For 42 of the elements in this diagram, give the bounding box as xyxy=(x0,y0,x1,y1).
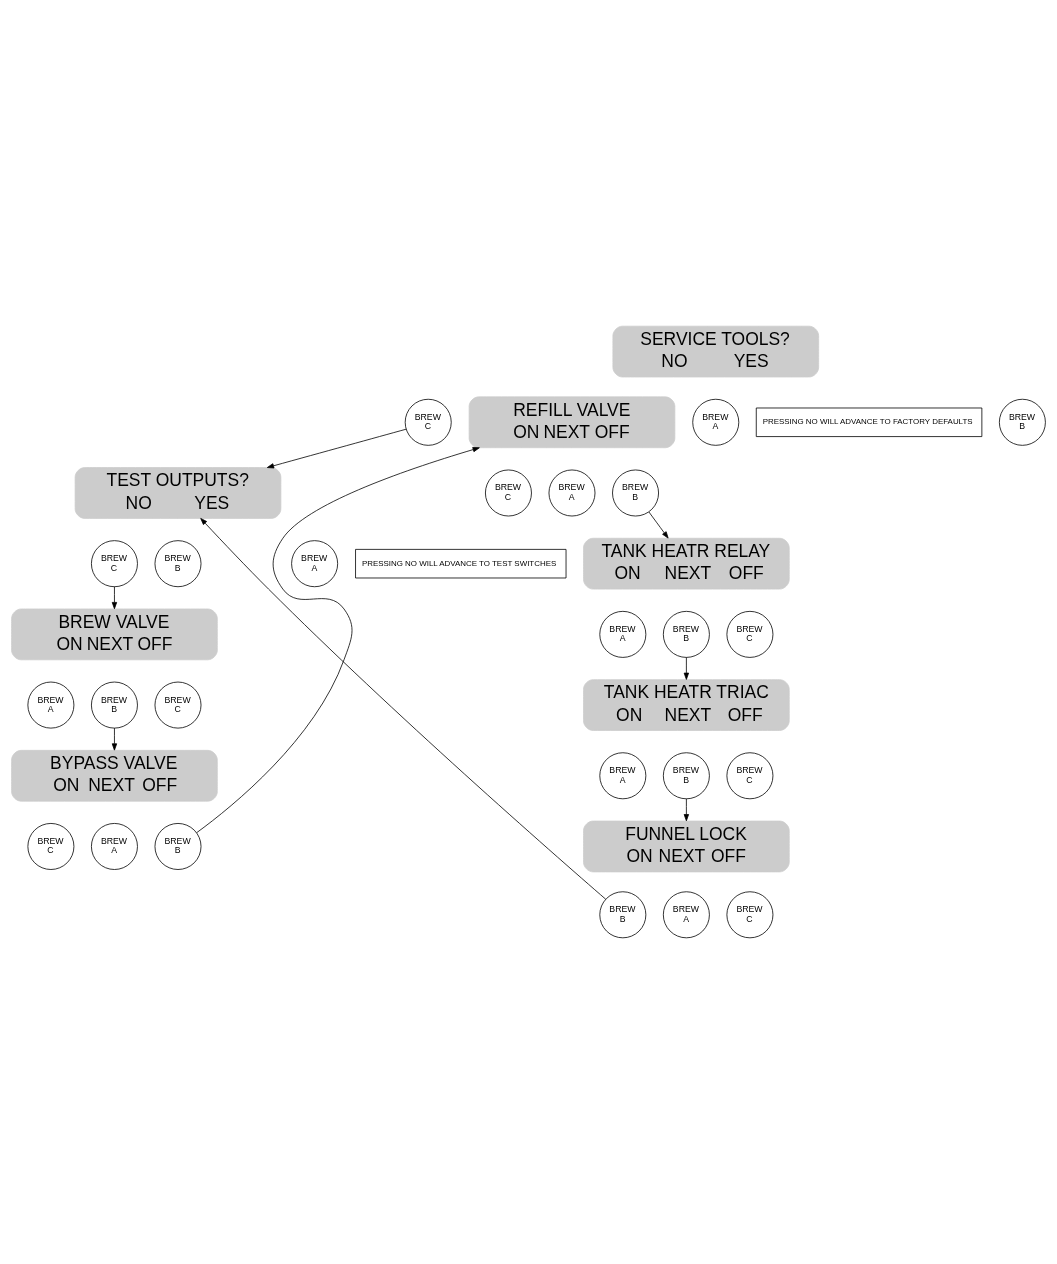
node-circle: BREW C xyxy=(485,469,532,517)
arrow xyxy=(196,447,480,834)
node-circle: BREW B xyxy=(154,823,202,870)
node-box: BREW VALVE ON NEXT OFF xyxy=(11,608,218,661)
node-circle: BREW C xyxy=(726,891,774,939)
arrow xyxy=(683,798,689,822)
node-circle: BREW C xyxy=(27,823,75,870)
node-circle: BREW B xyxy=(998,398,1046,446)
arrow xyxy=(111,586,118,610)
node-box: REFILL VALVE ON NEXT OFF xyxy=(468,396,676,449)
arrow xyxy=(111,727,118,751)
node-circle: BREW B xyxy=(662,610,710,658)
node-circle: BREW A xyxy=(91,823,138,870)
node-box: BYPASS VALVE ON NEXT OFF xyxy=(11,749,218,802)
node-circle: BREW B xyxy=(154,540,202,588)
node-circle: BREW A xyxy=(27,681,75,729)
node-circle: BREW B xyxy=(662,752,710,800)
arrow xyxy=(683,657,689,680)
node-circle: BREW A xyxy=(599,610,647,658)
node-box: TEST OUTPUTS? NO YES xyxy=(74,467,282,519)
node-circle: BREW C xyxy=(726,610,774,658)
node-circle: BREW C xyxy=(154,681,202,729)
node-circle: BREW A xyxy=(291,540,339,588)
node-circle: BREW B xyxy=(599,891,647,939)
node-circle: BREW B xyxy=(612,469,659,517)
node-circle: BREW B xyxy=(91,681,138,729)
node-circle: BREW C xyxy=(91,540,138,588)
node-circle: BREW A xyxy=(548,469,596,517)
node-box: PRESSING NO WILL ADVANCE TO TEST SWITCHES xyxy=(355,549,567,579)
node-circle: BREW A xyxy=(662,891,710,939)
node-box: PRESSING NO WILL ADVANCE TO FACTORY DEFAULTS xyxy=(755,407,983,437)
node-box: FUNNEL LOCK ON NEXT OFF xyxy=(583,820,790,873)
node-circle: BREW A xyxy=(692,398,740,446)
node-circle: BREW C xyxy=(404,398,452,446)
arrow xyxy=(648,511,669,539)
arrow xyxy=(266,428,407,469)
node-box: TANK HEATR RELAY ON NEXT OFF xyxy=(583,537,790,590)
node-circle: BREW A xyxy=(599,752,647,800)
node-box: TANK HEATR TRIAC ON NEXT OFF xyxy=(583,679,790,731)
arrow xyxy=(200,518,607,900)
node-circle: BREW C xyxy=(726,752,774,800)
node-box: SERVICE TOOLS? NO YES xyxy=(612,325,820,378)
